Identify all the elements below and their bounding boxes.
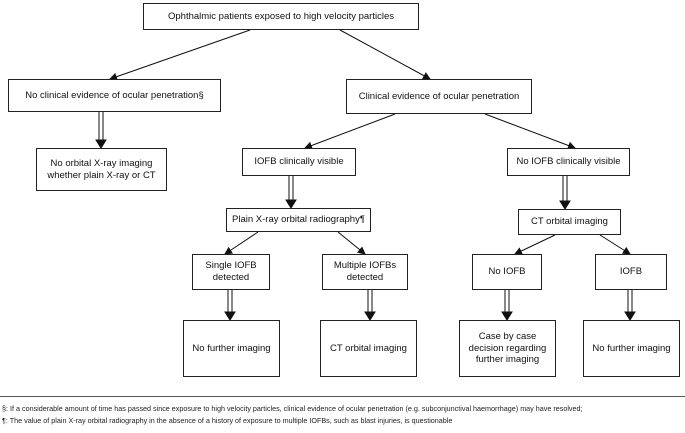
node-iofb: IOFB [595, 254, 667, 290]
arrow-ct-to-no-iofb [514, 234, 556, 255]
double-arrow-iofb-to-no-further [624, 290, 636, 321]
node-no-clinical-evidence: No clinical evidence of ocular penetrati… [8, 79, 221, 112]
arrow-root-to-evidence [339, 29, 431, 80]
double-arrow-no-iofb-visible-to-ct [559, 176, 571, 210]
arrow-root-to-no-evidence [109, 29, 251, 81]
footnote-divider [0, 396, 685, 397]
double-arrow-no-evidence-to-no-xray [95, 112, 107, 149]
node-plain-xray-radiography: Plain X-ray orbital radiography¶ [226, 208, 371, 232]
arrow-plain-xray-to-multiple [337, 231, 366, 255]
node-root: Ophthalmic patients exposed to high velo… [143, 3, 419, 30]
double-arrow-iofb-visible-to-plain-xray [285, 176, 297, 209]
arrow-evidence-to-no-iofb-visible [484, 113, 576, 150]
node-ct-orbital-imaging: CT orbital imaging [518, 209, 621, 235]
double-arrow-single-to-no-further [224, 290, 236, 321]
arrow-evidence-to-iofb-visible [304, 113, 396, 150]
node-clinical-evidence: Clinical evidence of ocular penetration [346, 79, 532, 114]
node-multiple-iofbs-detected: Multiple IOFBs detected [322, 254, 408, 290]
arrow-plain-xray-to-single [224, 231, 259, 255]
footnote-section: §: If a considerable amount of time has … [2, 404, 583, 413]
double-arrow-no-iofb-to-case-by-case [501, 290, 513, 321]
node-ct-orbital-imaging-2: CT orbital imaging [320, 320, 417, 377]
node-no-iofb: No IOFB [472, 254, 542, 290]
node-no-iofb-clinically-visible: No IOFB clinically visible [507, 148, 630, 176]
node-iofb-clinically-visible: IOFB clinically visible [242, 148, 356, 176]
footnote-pilcrow: ¶: The value of plain X-ray orbital radi… [2, 416, 453, 425]
double-arrow-multiple-to-ct [364, 290, 376, 321]
node-no-further-imaging-2: No further imaging [583, 320, 680, 377]
node-no-orbital-xray: No orbital X-ray imaging whether plain X… [36, 148, 167, 191]
node-no-further-imaging-1: No further imaging [183, 320, 280, 377]
node-single-iofb-detected: Single IOFB detected [192, 254, 270, 290]
node-case-by-case: Case by case decision regarding further … [459, 320, 556, 377]
arrow-ct-to-iofb [599, 234, 631, 255]
